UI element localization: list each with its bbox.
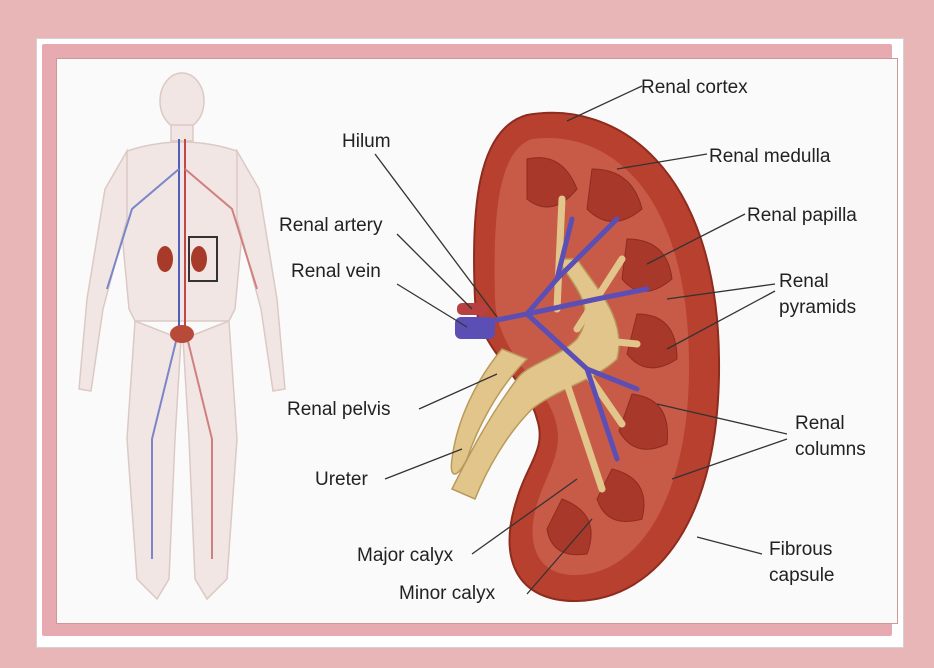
label-renal-pelvis: Renal pelvis — [287, 399, 391, 420]
label-renal-artery: Renal artery — [279, 215, 383, 236]
label-minor-calyx: Minor calyx — [399, 583, 496, 604]
body-head — [160, 73, 204, 129]
diagram-canvas: Hilum Renal artery Renal vein Renal pelv… — [56, 58, 898, 624]
line-ureter — [385, 449, 462, 479]
body-right-leg — [183, 321, 237, 599]
label-ureter: Ureter — [315, 469, 368, 490]
calyx-2 — [587, 339, 637, 344]
label-fibrous-capsule-line1: Fibrous — [769, 539, 832, 560]
label-renal-papilla: Renal papilla — [747, 205, 857, 226]
line-fibrous-capsule — [697, 537, 762, 554]
line-renal-cortex — [567, 86, 642, 121]
line-renal-vein — [397, 284, 467, 327]
label-renal-medulla: Renal medulla — [709, 146, 831, 167]
body-bladder — [170, 325, 194, 343]
body-left-leg — [127, 321, 181, 599]
label-major-calyx: Major calyx — [357, 545, 454, 566]
label-renal-vein: Renal vein — [291, 261, 381, 282]
body-right-arm — [237, 151, 285, 391]
label-fibrous-capsule-line2: capsule — [769, 565, 835, 586]
body-left-kidney — [157, 246, 173, 272]
body-right-kidney — [191, 246, 207, 272]
label-renal-pyramids-line1: Renal — [779, 271, 829, 292]
body-left-arm — [79, 151, 127, 391]
label-renal-pyramids-line2: pyramids — [779, 297, 856, 318]
label-renal-columns-line2: columns — [795, 439, 866, 460]
label-hilum: Hilum — [342, 131, 391, 152]
body-neck — [171, 125, 193, 141]
renal-vein-trunk — [455, 317, 495, 339]
label-renal-cortex: Renal cortex — [641, 77, 748, 98]
kidney-anatomy-diagram: Hilum Renal artery Renal vein Renal pelv… — [57, 59, 897, 623]
label-renal-columns-line1: Renal — [795, 413, 845, 434]
body-torso — [117, 142, 247, 321]
line-renal-artery — [397, 234, 472, 309]
